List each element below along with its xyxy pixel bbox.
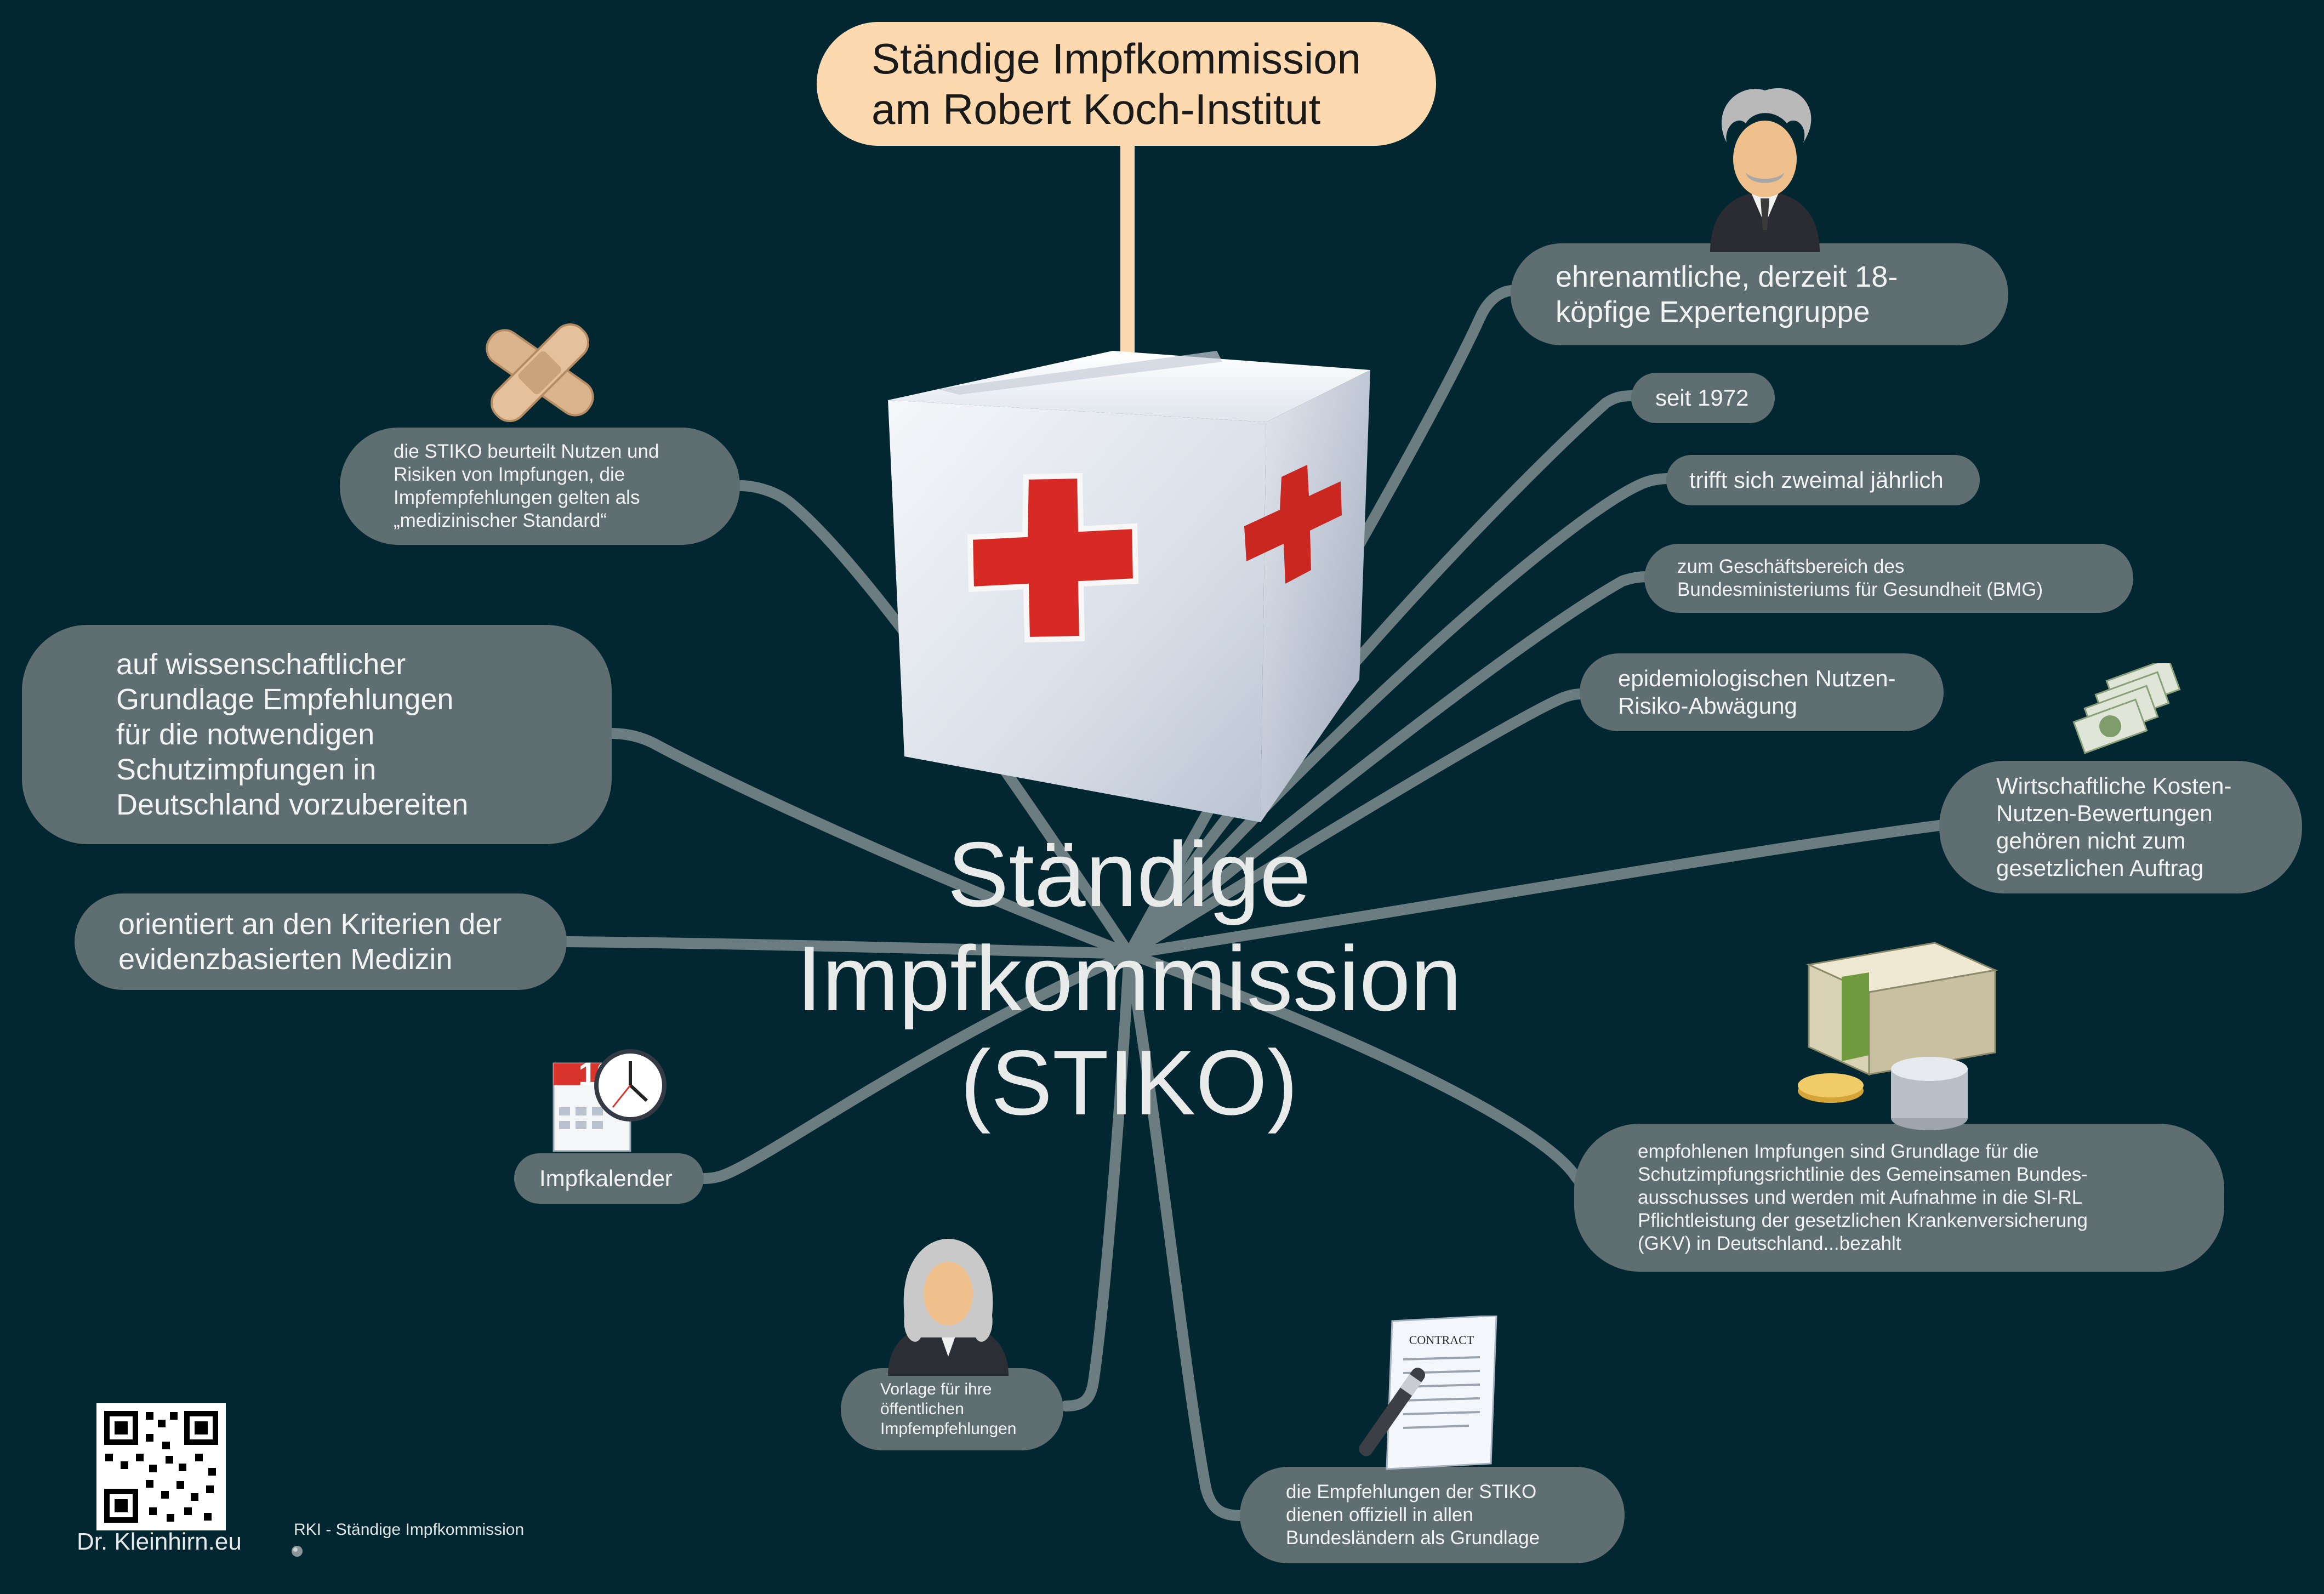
- first-aid-box-icon: [888, 351, 1370, 822]
- node-since[interactable]: seit 1972: [1631, 373, 1775, 423]
- contract-icon: CONTRACT: [1359, 1316, 1497, 1470]
- branch-calendar: [699, 948, 1135, 1184]
- judge-icon: [888, 1239, 1009, 1376]
- calendar-clock-icon: 12: [552, 1049, 667, 1152]
- node-calendar[interactable]: Impfkalender: [514, 1153, 704, 1204]
- branch-standard: [734, 480, 1135, 959]
- node-ministry[interactable]: zum Geschäftsbereich des Bundesministeri…: [1644, 544, 2133, 613]
- node-evidence[interactable]: orientiert an den Kriterien der evidenzb…: [75, 893, 567, 990]
- node-template[interactable]: Vorlage für ihre öffentlichen Impfempfeh…: [841, 1368, 1063, 1450]
- link-icon[interactable]: [290, 1545, 304, 1558]
- node-standard[interactable]: die STIKO beurteilt Nutzen und Risiken v…: [340, 428, 740, 545]
- dollar-bills-icon: [2072, 663, 2181, 754]
- node-states[interactable]: die Empfehlungen der STIKO dienen offizi…: [1240, 1467, 1625, 1563]
- branch-evidence: [559, 936, 1135, 959]
- branch-states: [1124, 948, 1247, 1521]
- branch-meets: [1124, 473, 1674, 959]
- node-economic[interactable]: Wirtschaftliche Kosten- Nutzen-Bewertung…: [1939, 761, 2302, 893]
- title-box[interactable]: Ständige Impfkommission am Robert Koch-I…: [817, 22, 1436, 146]
- brand-label: Dr. Kleinhirn.eu: [77, 1528, 242, 1555]
- node-expert-group[interactable]: ehrenamtliche, derzeit 18- köpfige Exper…: [1511, 243, 2008, 345]
- branch-ministry: [1124, 571, 1653, 959]
- qr-code-icon: [96, 1403, 226, 1530]
- node-meets[interactable]: trifft sich zweimal jährlich: [1666, 455, 1980, 505]
- central-topic[interactable]: Ständige Impfkommission (STIKO): [796, 823, 1462, 1134]
- branch-scientific: [606, 728, 1135, 959]
- node-epidemiology[interactable]: epidemiologischen Nutzen- Risiko-Abwägun…: [1580, 653, 1944, 731]
- node-insurance[interactable]: empfohlenen Impfungen sind Grundlage für…: [1574, 1124, 2224, 1272]
- money-stack-icon: [1798, 942, 1998, 1130]
- branch-template: [1061, 948, 1135, 1411]
- source-label: RKI - Ständige Impfkommission: [294, 1521, 525, 1539]
- branch-economic: [1124, 819, 1949, 959]
- branch-epidemiology: [1124, 688, 1587, 959]
- bandage-icon: [486, 323, 594, 422]
- node-scientific[interactable]: auf wissenschaftlicher Grundlage Empfehl…: [22, 625, 612, 844]
- contract-heading: CONTRACT: [1409, 1333, 1474, 1347]
- scientist-icon: [1710, 88, 1820, 252]
